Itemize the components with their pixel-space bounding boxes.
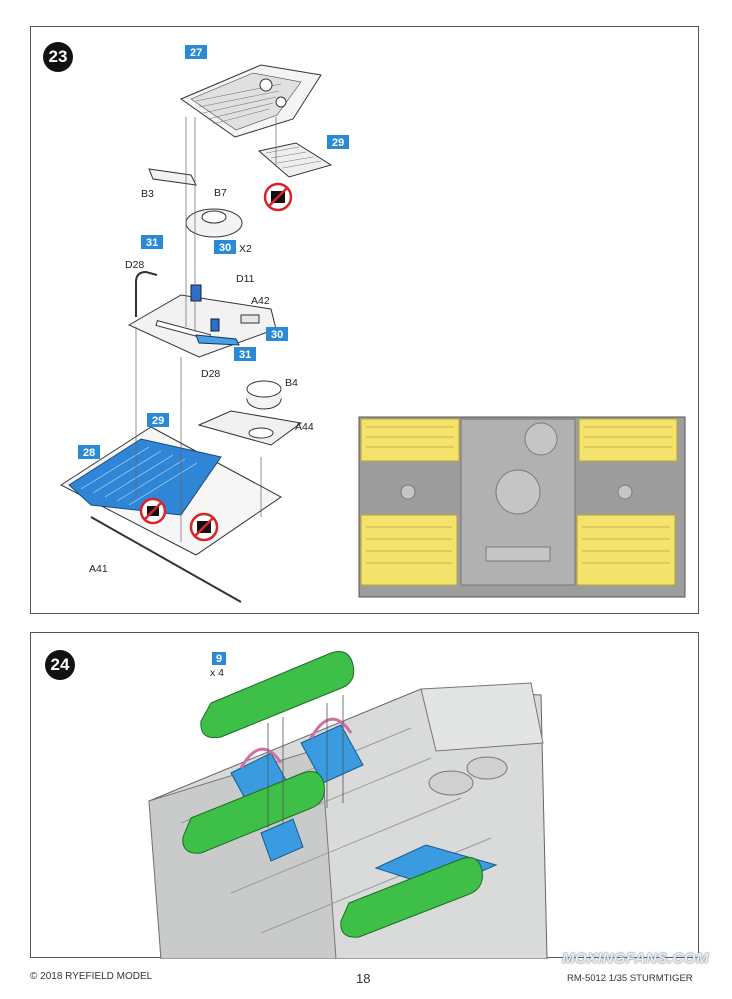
part-tag-9: 9 — [212, 652, 226, 665]
svg-text:31: 31 — [239, 349, 251, 361]
engine-deck-plate — [179, 64, 322, 138]
watermark: MOXINGFANS.COM — [562, 950, 710, 967]
rocket-shell — [200, 651, 355, 739]
step-24-panel: 24 — [30, 632, 699, 959]
svg-text:27: 27 — [190, 47, 202, 59]
part-b4 — [246, 380, 282, 410]
no-glue-icon — [263, 182, 293, 212]
step-23-panel: 23 — [30, 26, 699, 614]
svg-text:30: 30 — [219, 242, 231, 254]
label-a42: A42 — [251, 295, 270, 307]
part-b7 — [185, 208, 243, 238]
label-b3: B3 — [141, 188, 154, 200]
step-number: 24 — [45, 650, 75, 680]
model-code: RM-5012 1/35 STURMTIGER — [567, 973, 693, 984]
label-d28: D28 — [125, 259, 144, 271]
part-a41-base — [60, 426, 282, 603]
label-a41: A41 — [89, 563, 108, 575]
step-23-diagram: 27 29 31 30 30 31 29 28 B3 B7 X2 D28 D11… — [60, 45, 686, 603]
part-tag-30: 30 — [266, 327, 288, 341]
part-tag-31: 31 — [141, 235, 163, 249]
rocket-shell — [340, 857, 483, 938]
step-number: 23 — [43, 42, 73, 72]
no-glue-icon — [189, 512, 219, 542]
svg-text:31: 31 — [146, 237, 158, 249]
label-x2: X2 — [239, 243, 252, 255]
middle-subplate — [127, 284, 277, 358]
label-a44: A44 — [295, 421, 314, 433]
no-glue-icon — [139, 497, 167, 525]
svg-text:9: 9 — [216, 653, 222, 665]
assembly-guide-lines — [135, 117, 277, 542]
part-a44 — [197, 410, 303, 446]
part-tag-30: 30 — [214, 240, 236, 254]
svg-text:28: 28 — [83, 447, 95, 459]
label-b7: B7 — [214, 187, 227, 199]
part-d28 — [135, 270, 158, 317]
side-grille-plate — [257, 142, 333, 178]
page-number: 18 — [356, 971, 371, 986]
part-tag-31: 31 — [234, 347, 256, 361]
part-b3 — [148, 168, 197, 186]
quantity-label: x 4 — [210, 667, 224, 679]
step-24-diagram: 9 x 4 — [148, 651, 548, 959]
label-d28: D28 — [201, 368, 220, 380]
reference-photo — [358, 416, 686, 598]
svg-text:29: 29 — [152, 415, 164, 427]
copyright-text: © 2018 RYEFIELD MODEL — [30, 971, 153, 982]
svg-text:29: 29 — [332, 137, 344, 149]
label-d11: D11 — [236, 273, 255, 285]
part-tag-28: 28 — [78, 445, 100, 459]
rocket-shell — [182, 771, 325, 854]
part-tag-29: 29 — [147, 413, 169, 427]
label-b4: B4 — [285, 377, 298, 389]
assembly-guide-lines — [267, 695, 344, 828]
part-tag-27: 27 — [185, 45, 207, 59]
svg-text:30: 30 — [271, 329, 283, 341]
part-tag-29: 29 — [327, 135, 349, 149]
